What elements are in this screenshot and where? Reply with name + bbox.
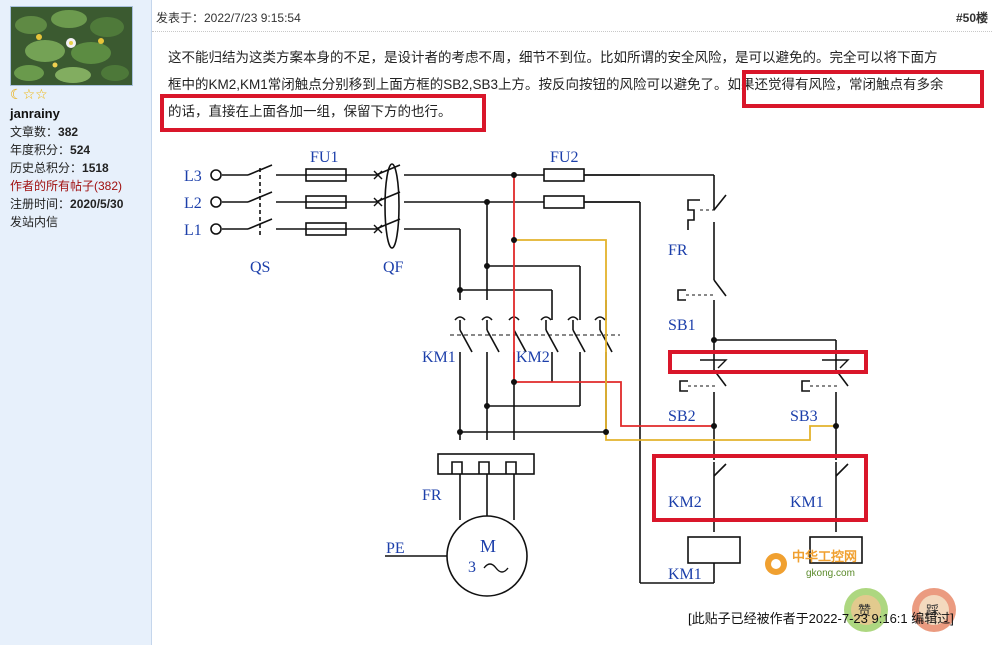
all-posts-label: 作者的所有帖子	[10, 179, 95, 193]
label-motor-3: 3	[468, 559, 476, 576]
label-L3: L3	[184, 168, 202, 185]
stat-value: 2020/5/30	[70, 197, 124, 211]
circuit-diagram: L3 L2 L1 FU1 FU2 QS QF KM1 KM2 FR FR SB1…	[184, 149, 868, 597]
avatar-image	[11, 7, 132, 85]
avatar[interactable]	[10, 6, 133, 86]
gear-icon: 中华工控网 gkong.com	[765, 549, 857, 579]
label-fu2: FU2	[550, 149, 578, 166]
post-line: 这不能归结为这类方案本身的不足，是设计者的考虑不周，细节不到位。比如所谓的安全风…	[168, 50, 938, 65]
label-km2-main: KM2	[516, 349, 550, 366]
all-posts-count: (382)	[94, 179, 123, 193]
highlight-box	[742, 70, 984, 108]
like-label: 赞	[858, 603, 871, 618]
floor-number[interactable]: #50楼	[955, 11, 988, 25]
stat-value: 1518	[82, 161, 109, 175]
edit-note: [此贴子已经被作者于2022-7-23 9:16:1 编辑过]	[688, 611, 954, 626]
label-L1: L1	[184, 222, 202, 239]
username[interactable]: janrainy	[10, 106, 60, 121]
rank-stars: ☾☆☆	[10, 86, 48, 102]
label-km1-nc: KM1	[790, 494, 824, 511]
dislike-badge[interactable]: 踩	[912, 588, 956, 632]
label-qf: QF	[383, 259, 404, 276]
star-icon: ☆	[22, 86, 36, 102]
post-line: 框中的KM2,KM1常闭触点分别移到上面方框的SB2,SB3上方。按反向按钮的风…	[168, 77, 944, 92]
highlight-box	[160, 94, 486, 132]
user-sidebar: ☾☆☆ janrainy 文章数：382 年度积分：524 历史总积分：1518…	[0, 0, 152, 645]
watermark-logo: 中华工控网 gkong.com	[758, 544, 898, 584]
stat-label: 文章数：	[10, 125, 59, 139]
label-km1-main: KM1	[422, 349, 456, 366]
moon-icon: ☾	[10, 86, 23, 102]
star-icon: ☆	[35, 86, 48, 102]
label-fr-main: FR	[422, 487, 442, 504]
label-fu1: FU1	[310, 149, 338, 166]
stat-register-date: 注册时间：2020/5/30	[10, 195, 123, 213]
all-posts-link[interactable]: 作者的所有帖子(382)	[10, 177, 122, 195]
stat-label: 历史总积分：	[10, 161, 83, 175]
label-pe: PE	[386, 540, 405, 557]
post-header: 发表于：2022/7/23 9:15:54 #50楼	[152, 0, 992, 32]
label-km1-coil: KM1	[668, 566, 702, 583]
label-km2-nc: KM2	[668, 494, 702, 511]
like-badge[interactable]: 赞	[844, 588, 888, 632]
label-sb2: SB2	[668, 408, 696, 425]
watermark-url: gkong.com	[806, 568, 855, 579]
label-qs: QS	[250, 259, 270, 276]
stat-annual-points: 年度积分：524	[10, 141, 90, 159]
stat-article-count: 文章数：382	[10, 123, 78, 141]
stat-total-points: 历史总积分：1518	[10, 159, 109, 177]
reaction-badges: 赞 踩	[838, 584, 988, 640]
highlight-box	[652, 454, 868, 522]
stat-value: 382	[58, 125, 79, 139]
post-body: 这不能归结为这类方案本身的不足，是设计者的考虑不周，细节不到位。比如所谓的安全风…	[168, 44, 980, 125]
label-L2: L2	[184, 195, 202, 212]
post-time: 发表于：2022/7/23 9:15:54	[156, 11, 301, 25]
stat-value: 524	[70, 143, 91, 157]
dislike-label: 踩	[926, 603, 939, 618]
label-fr-ctrl: FR	[668, 242, 688, 259]
label-motor-m: M	[480, 536, 496, 556]
label-sb3: SB3	[790, 408, 818, 425]
post-line: 的话，直接在上面各加一组，保留下方的也行。	[168, 104, 452, 119]
watermark-text: 中华工控网	[792, 549, 857, 564]
send-message-link[interactable]: 发站内信	[10, 215, 59, 229]
label-sb1: SB1	[668, 317, 696, 334]
stat-label: 注册时间：	[10, 197, 71, 211]
highlight-box	[668, 350, 868, 374]
stat-label: 年度积分：	[10, 143, 71, 157]
